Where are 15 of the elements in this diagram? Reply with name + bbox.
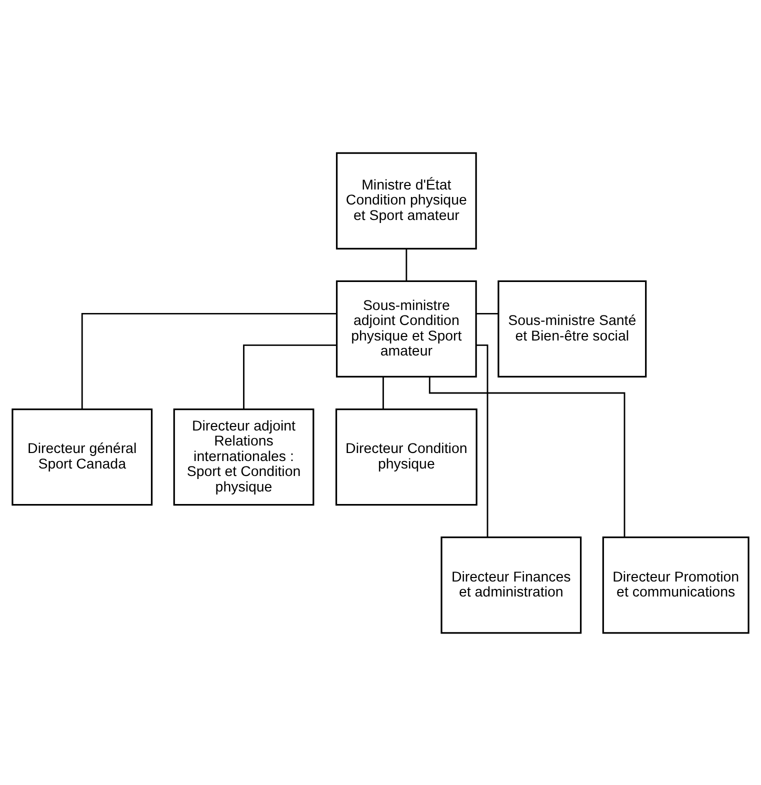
node-box: Directeur adjoint Relations internationales : Sport et Condition physique	[173, 408, 314, 506]
node-box: Sous-ministre Santé et Bien-être social	[498, 280, 647, 378]
connector	[428, 376, 626, 537]
node-box: Directeur général Sport Canada	[12, 408, 153, 506]
connector	[406, 248, 408, 281]
node-box: Directeur Condition physique	[335, 408, 478, 506]
connector	[476, 344, 488, 537]
node-box: Directeur Promotion et communications	[602, 536, 750, 634]
node-box: Sous-ministre adjoint Condition physique et Sport amateur	[336, 280, 477, 378]
node-box: Directeur Finances et administration	[440, 536, 582, 634]
connector	[81, 312, 336, 408]
connector	[476, 312, 498, 314]
connector	[382, 376, 384, 409]
connector	[243, 344, 336, 408]
node-box: Ministre d'État Condition physique et Sport amateur	[336, 152, 477, 249]
